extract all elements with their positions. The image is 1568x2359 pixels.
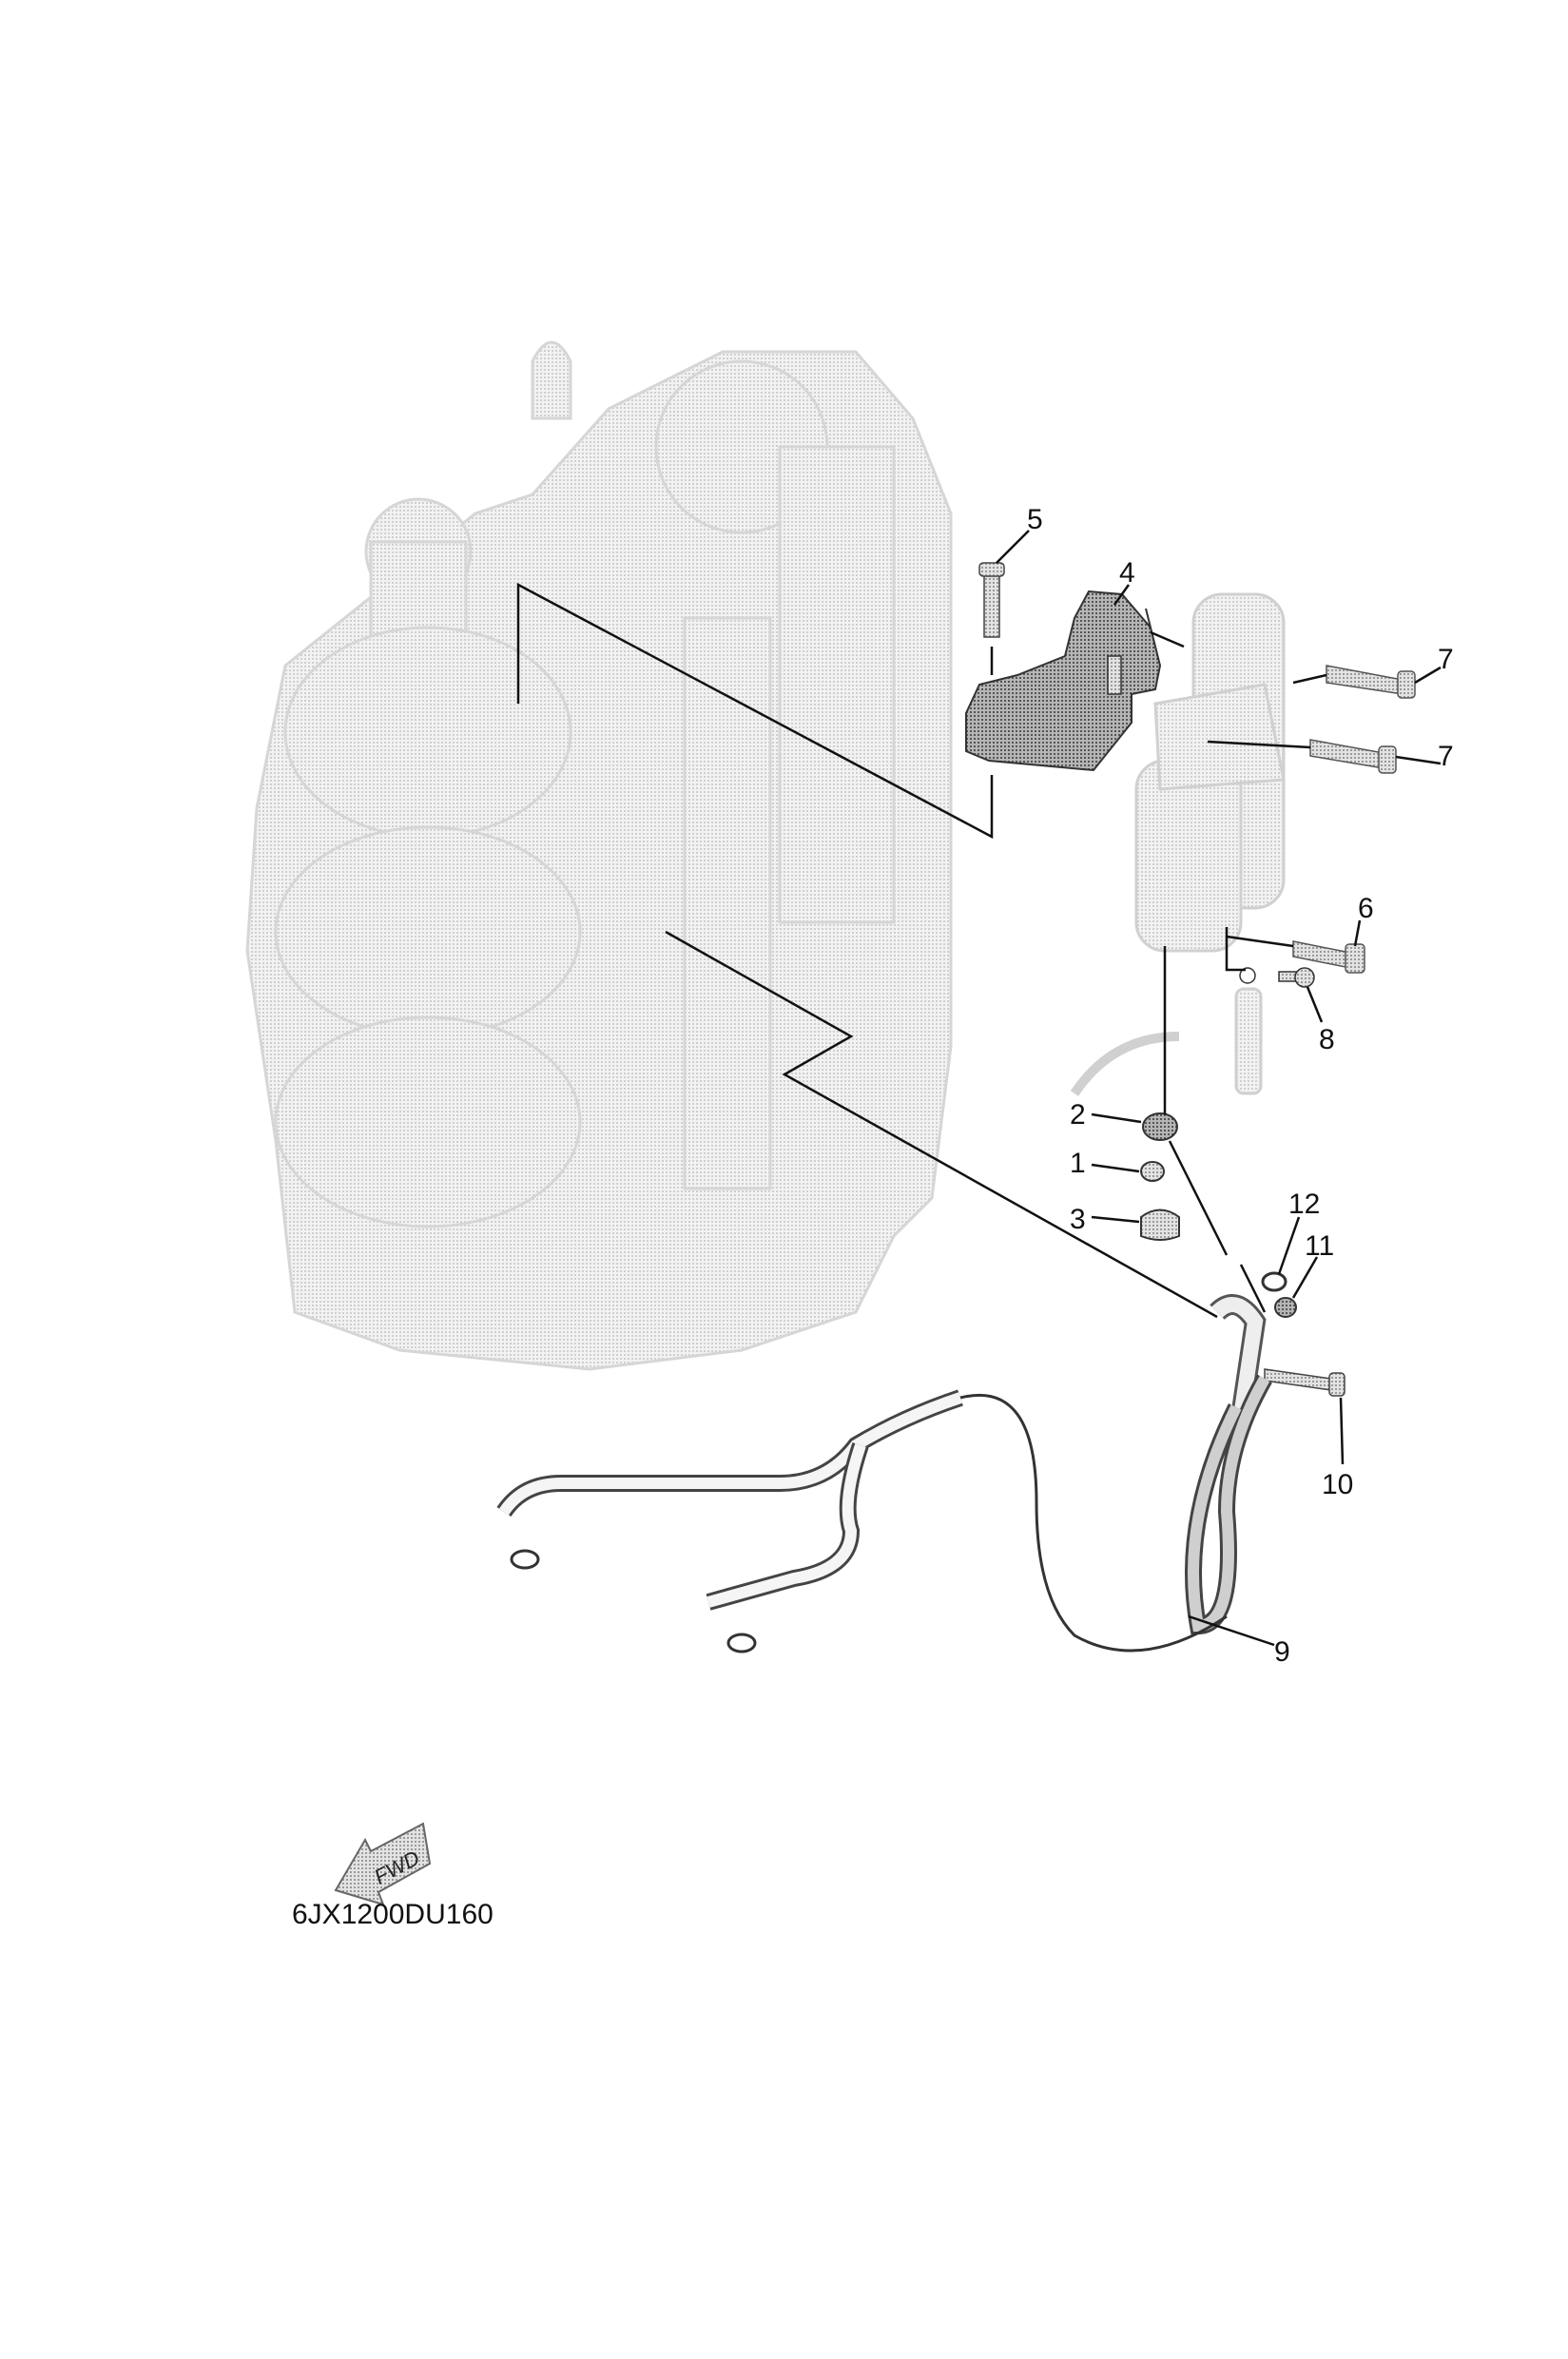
bracket-part-4 [965, 590, 1162, 772]
grommet-part-2 [1142, 1112, 1178, 1141]
clamp-part-3 [1140, 1209, 1180, 1241]
callout-9: 9 [1274, 1636, 1290, 1668]
bolt-part-5 [978, 562, 1005, 638]
callout-3: 3 [1070, 1204, 1086, 1235]
washer-part-12 [1261, 1271, 1287, 1292]
callout-5: 5 [1027, 504, 1043, 535]
callout-7-lower: 7 [1438, 741, 1454, 772]
callout-7-upper: 7 [1438, 644, 1454, 675]
callout-11: 11 [1305, 1230, 1334, 1262]
drawing-code: 6JX1200DU160 [292, 1899, 494, 1930]
bolt-part-6 [1292, 940, 1365, 974]
callout-1: 1 [1070, 1148, 1086, 1179]
starter-motor [1070, 592, 1286, 1096]
forward-arrow-icon: FWD [334, 1822, 432, 1906]
battery-cable-part-9 [496, 1294, 1272, 1653]
callout-6: 6 [1358, 893, 1374, 924]
bolt-part-10 [1264, 1368, 1345, 1397]
screw-part-8 [1239, 967, 1315, 988]
callout-4: 4 [1119, 557, 1135, 589]
callout-12: 12 [1288, 1189, 1320, 1220]
leader-lines [516, 530, 1442, 1647]
bolt-part-7-lower [1309, 739, 1397, 774]
callout-8: 8 [1319, 1024, 1335, 1055]
callout-10: 10 [1322, 1469, 1353, 1500]
callout-2: 2 [1070, 1099, 1086, 1131]
engine-block [245, 340, 953, 1371]
nut-part-1 [1140, 1161, 1165, 1182]
bolt-part-7-upper [1326, 665, 1416, 699]
nut-part-11 [1274, 1297, 1297, 1318]
